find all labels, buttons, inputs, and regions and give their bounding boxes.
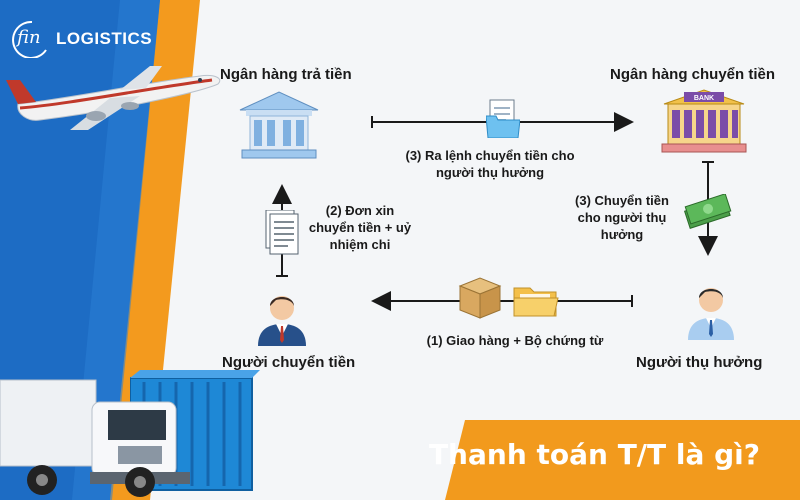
step3b-line1: (3) Chuyển tiền — [575, 193, 669, 208]
money-icon — [684, 194, 732, 229]
remitting-bank-label: Ngân hàng chuyển tiền — [610, 66, 776, 83]
step2-text: (2) Đơn xin chuyển tiền + uỷ nhiệm chi — [300, 202, 420, 253]
step3b-line2: cho người thụ — [577, 210, 667, 225]
step3a-line1: (3) Ra lệnh chuyển tiền cho — [405, 148, 575, 163]
logo-text: LOGISTICS — [56, 29, 153, 48]
step1-text: (1) Giao hàng + Bộ chứng từ — [426, 333, 604, 348]
folder-icon — [513, 287, 559, 317]
beneficiary-label: Người thụ hưởng — [636, 354, 763, 371]
step2-line3: nhiệm chi — [329, 237, 391, 252]
bank-sign: BANK — [694, 95, 714, 102]
banner-title: Thanh toán T/T là gì? — [428, 438, 760, 471]
step2-line1: (2) Đơn xin — [325, 203, 395, 218]
person-icon — [688, 288, 734, 340]
step3a-line2: người thụ hưởng — [435, 165, 545, 180]
truck-icon — [0, 379, 190, 497]
paying-bank-label: Ngân hàng trả tiền — [220, 66, 352, 83]
brand-logo[interactable]: fin LOGISTICS — [8, 18, 152, 58]
document-icon — [486, 99, 520, 138]
step3b-text: (3) Chuyển tiền cho người thụ hưởng — [562, 192, 682, 243]
step2-line2: chuyển tiền + uỷ — [308, 220, 412, 235]
step3b-line3: hưởng — [600, 227, 644, 242]
bank-icon: BANK — [661, 89, 747, 153]
box-icon — [458, 277, 502, 319]
step3a-text: (3) Ra lệnh chuyển tiền cho người thụ hư… — [395, 147, 585, 181]
bank-icon — [239, 91, 319, 159]
remitter-label: Người chuyển tiền — [222, 354, 356, 371]
logo-mark: fin — [17, 27, 41, 48]
document-icon — [265, 210, 299, 255]
title-banner-bg — [445, 420, 800, 500]
plane-icon — [6, 66, 221, 130]
logo-circle-icon — [12, 20, 47, 58]
person-icon — [258, 296, 306, 346]
